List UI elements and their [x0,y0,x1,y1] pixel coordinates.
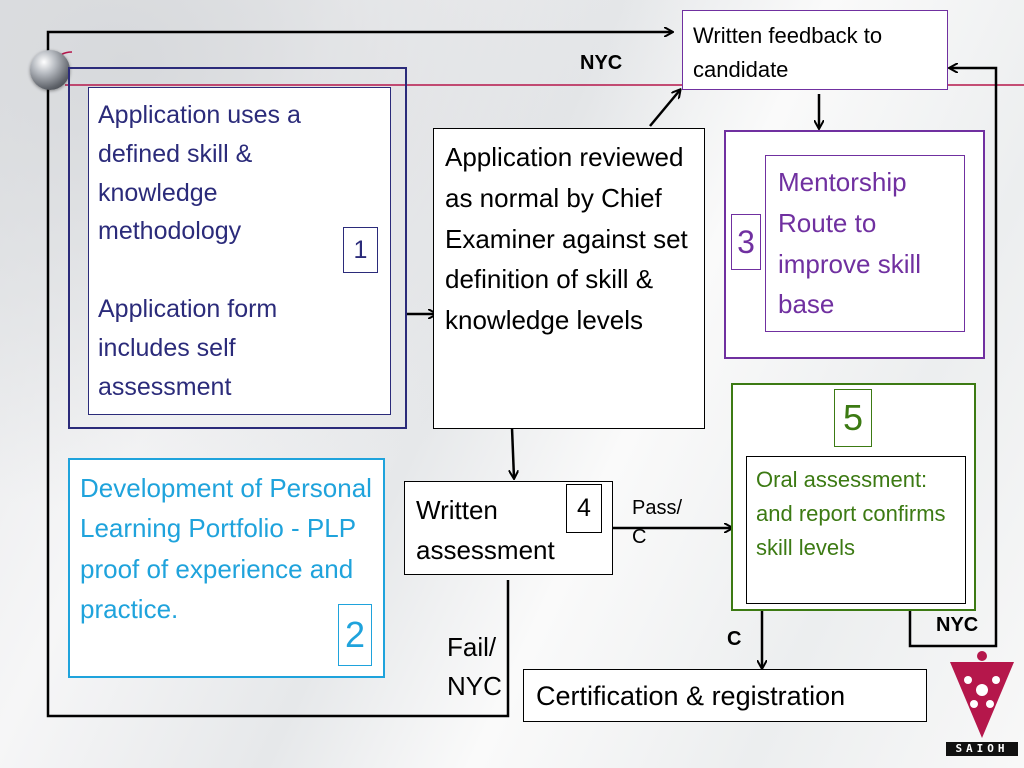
feedback-text: Written feedback to candidate [693,23,883,83]
saioh-emblem-icon [950,651,1014,738]
certification-text: Certification & registration [536,681,846,711]
box1-inner: Application uses a defined skill & knowl… [88,87,391,415]
nyc-top-label: NYC [580,52,623,74]
review-to-feedback-arrow [649,90,680,127]
box2-plp-text: Development of Personal Learning Portfol… [80,473,372,624]
nyc-right-label: NYC [936,614,979,636]
loop-to-feedback-arrow [46,32,672,718]
box5-number-badge: 5 [834,389,872,447]
box5-inner: Oral assessment: and report confirms ski… [746,456,966,604]
box2-plp: Development of Personal Learning Portfol… [68,458,385,678]
c-label: C [727,628,742,650]
box1-self-assessment-text: Application form includes self assessmen… [98,295,278,401]
box4-number-badge: 4 [566,484,602,533]
box2-number-badge: 2 [338,604,372,666]
box3-inner: Mentorship Route to improve skill base [765,155,965,332]
review-to-written-arrow [512,427,514,478]
mentorship-text: Mentorship Route to improve skill base [778,167,922,320]
oral-assessment-text: Oral assessment: and report confirms ski… [756,467,946,561]
pass-label: Pass/ C [632,497,683,548]
fail-label: Fail/ NYC [447,632,502,701]
feedback-box: Written feedback to candidate [682,10,948,90]
oral-nyc-to-feedback-arrow [908,68,998,648]
review-box: Application reviewed as normal by Chief … [433,128,705,429]
written-assessment-text: Written assessment [416,495,555,566]
decorative-sphere-icon [30,50,70,90]
review-text: Application reviewed as normal by Chief … [445,142,688,336]
box3-number-badge: 3 [731,214,761,270]
box1-number-badge: 1 [343,227,378,273]
box1-methodology-text: Application uses a defined skill & knowl… [98,101,301,246]
saioh-logo-text: SAIOH [946,742,1018,756]
certification-box: Certification & registration [523,669,927,722]
saioh-logo: SAIOH [944,650,1020,760]
box1-outer [68,67,407,429]
